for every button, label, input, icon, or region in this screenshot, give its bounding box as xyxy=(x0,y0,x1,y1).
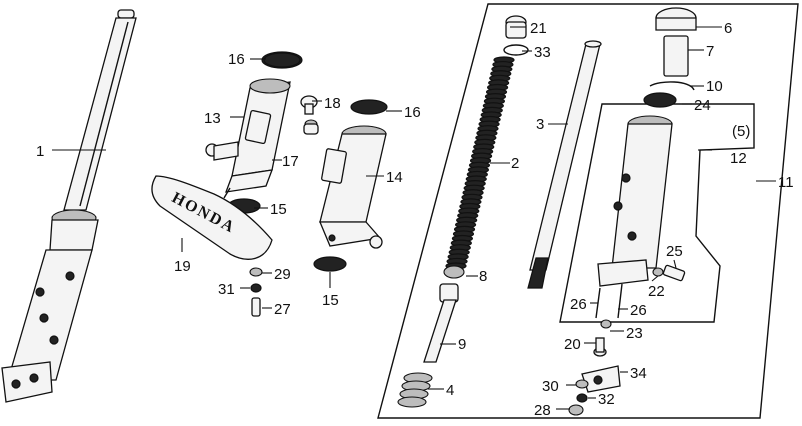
callout-15-upper: 15 xyxy=(270,201,287,218)
callout-30: 30 xyxy=(542,378,559,395)
callout-3: 3 xyxy=(536,116,544,133)
washer-30 xyxy=(575,379,589,389)
callout-33: 33 xyxy=(534,44,551,61)
callout-34: 34 xyxy=(630,365,647,382)
fork-tube-cover xyxy=(663,35,689,77)
callout-labels: 1 2 3 4 (5) 6 7 8 9 10 11 12 13 14 15 15… xyxy=(36,20,794,419)
callout-16-right: 16 xyxy=(404,104,421,121)
nut-28 xyxy=(568,404,584,416)
callout-31: 31 xyxy=(218,281,235,298)
fork-assembly-outline xyxy=(377,3,799,419)
axle-holder xyxy=(581,365,621,393)
callout-15-lower: 15 xyxy=(322,292,339,309)
callout-23: 23 xyxy=(626,325,643,342)
callout-29: 29 xyxy=(274,266,291,283)
fork-clamp-lower xyxy=(313,256,347,272)
piston-ring xyxy=(443,265,465,279)
callout-4: 4 xyxy=(446,382,454,399)
callout-26-left: 26 xyxy=(570,296,587,313)
callout-14: 14 xyxy=(386,169,403,186)
stud-right xyxy=(617,283,623,319)
dust-boot xyxy=(655,7,697,31)
dust-seal-upper-left xyxy=(263,52,301,68)
callout-1: 1 xyxy=(36,143,44,160)
callout-21: 21 xyxy=(530,20,547,37)
damper-rod xyxy=(423,283,459,363)
callout-9: 9 xyxy=(458,336,466,353)
callout-10: 10 xyxy=(706,78,723,95)
callout-26-right: 26 xyxy=(630,302,647,319)
callout-25: 25 xyxy=(666,243,683,260)
callout-19: 19 xyxy=(174,258,191,275)
circlip xyxy=(649,81,695,91)
callout-27: 27 xyxy=(274,301,291,318)
callout-5: (5) xyxy=(732,123,750,140)
rebound-spring xyxy=(397,372,433,408)
callout-12: 12 xyxy=(730,150,747,167)
cap-bolt-parts xyxy=(300,95,319,135)
fork-slider-outline xyxy=(559,103,755,323)
callout-24: 24 xyxy=(694,97,711,114)
callout-18: 18 xyxy=(324,95,341,112)
washer-23 xyxy=(600,319,612,329)
dust-seal-upper-right xyxy=(350,99,388,115)
callout-2: 2 xyxy=(511,155,519,172)
callout-7: 7 xyxy=(706,43,714,60)
drain-bolt xyxy=(593,337,607,357)
callout-28: 28 xyxy=(534,402,551,419)
leader-lines xyxy=(52,26,776,410)
callout-11: 11 xyxy=(778,174,794,191)
callout-17: 17 xyxy=(282,153,299,170)
callout-13: 13 xyxy=(204,110,221,127)
fork-leg-assembly xyxy=(1,9,137,403)
fork-cap-bolt xyxy=(505,15,527,39)
axle-clamp-bolt xyxy=(652,264,686,282)
callout-22: 22 xyxy=(648,283,665,300)
callout-8: 8 xyxy=(479,268,487,285)
callout-20: 20 xyxy=(564,336,581,353)
oil-seal xyxy=(643,92,677,108)
fork-slider-right xyxy=(319,125,387,249)
callout-16-left: 16 xyxy=(228,51,245,68)
small-fasteners-left xyxy=(249,267,263,317)
fork-slider-bottom xyxy=(597,115,673,287)
callout-6: 6 xyxy=(724,20,732,37)
washer-32 xyxy=(576,393,588,403)
fork-spring xyxy=(445,56,515,270)
fork-inner-tube xyxy=(527,40,602,289)
fork-cover-emblem: HONDA xyxy=(151,175,273,260)
o-ring xyxy=(503,44,529,56)
callout-32: 32 xyxy=(598,391,615,408)
